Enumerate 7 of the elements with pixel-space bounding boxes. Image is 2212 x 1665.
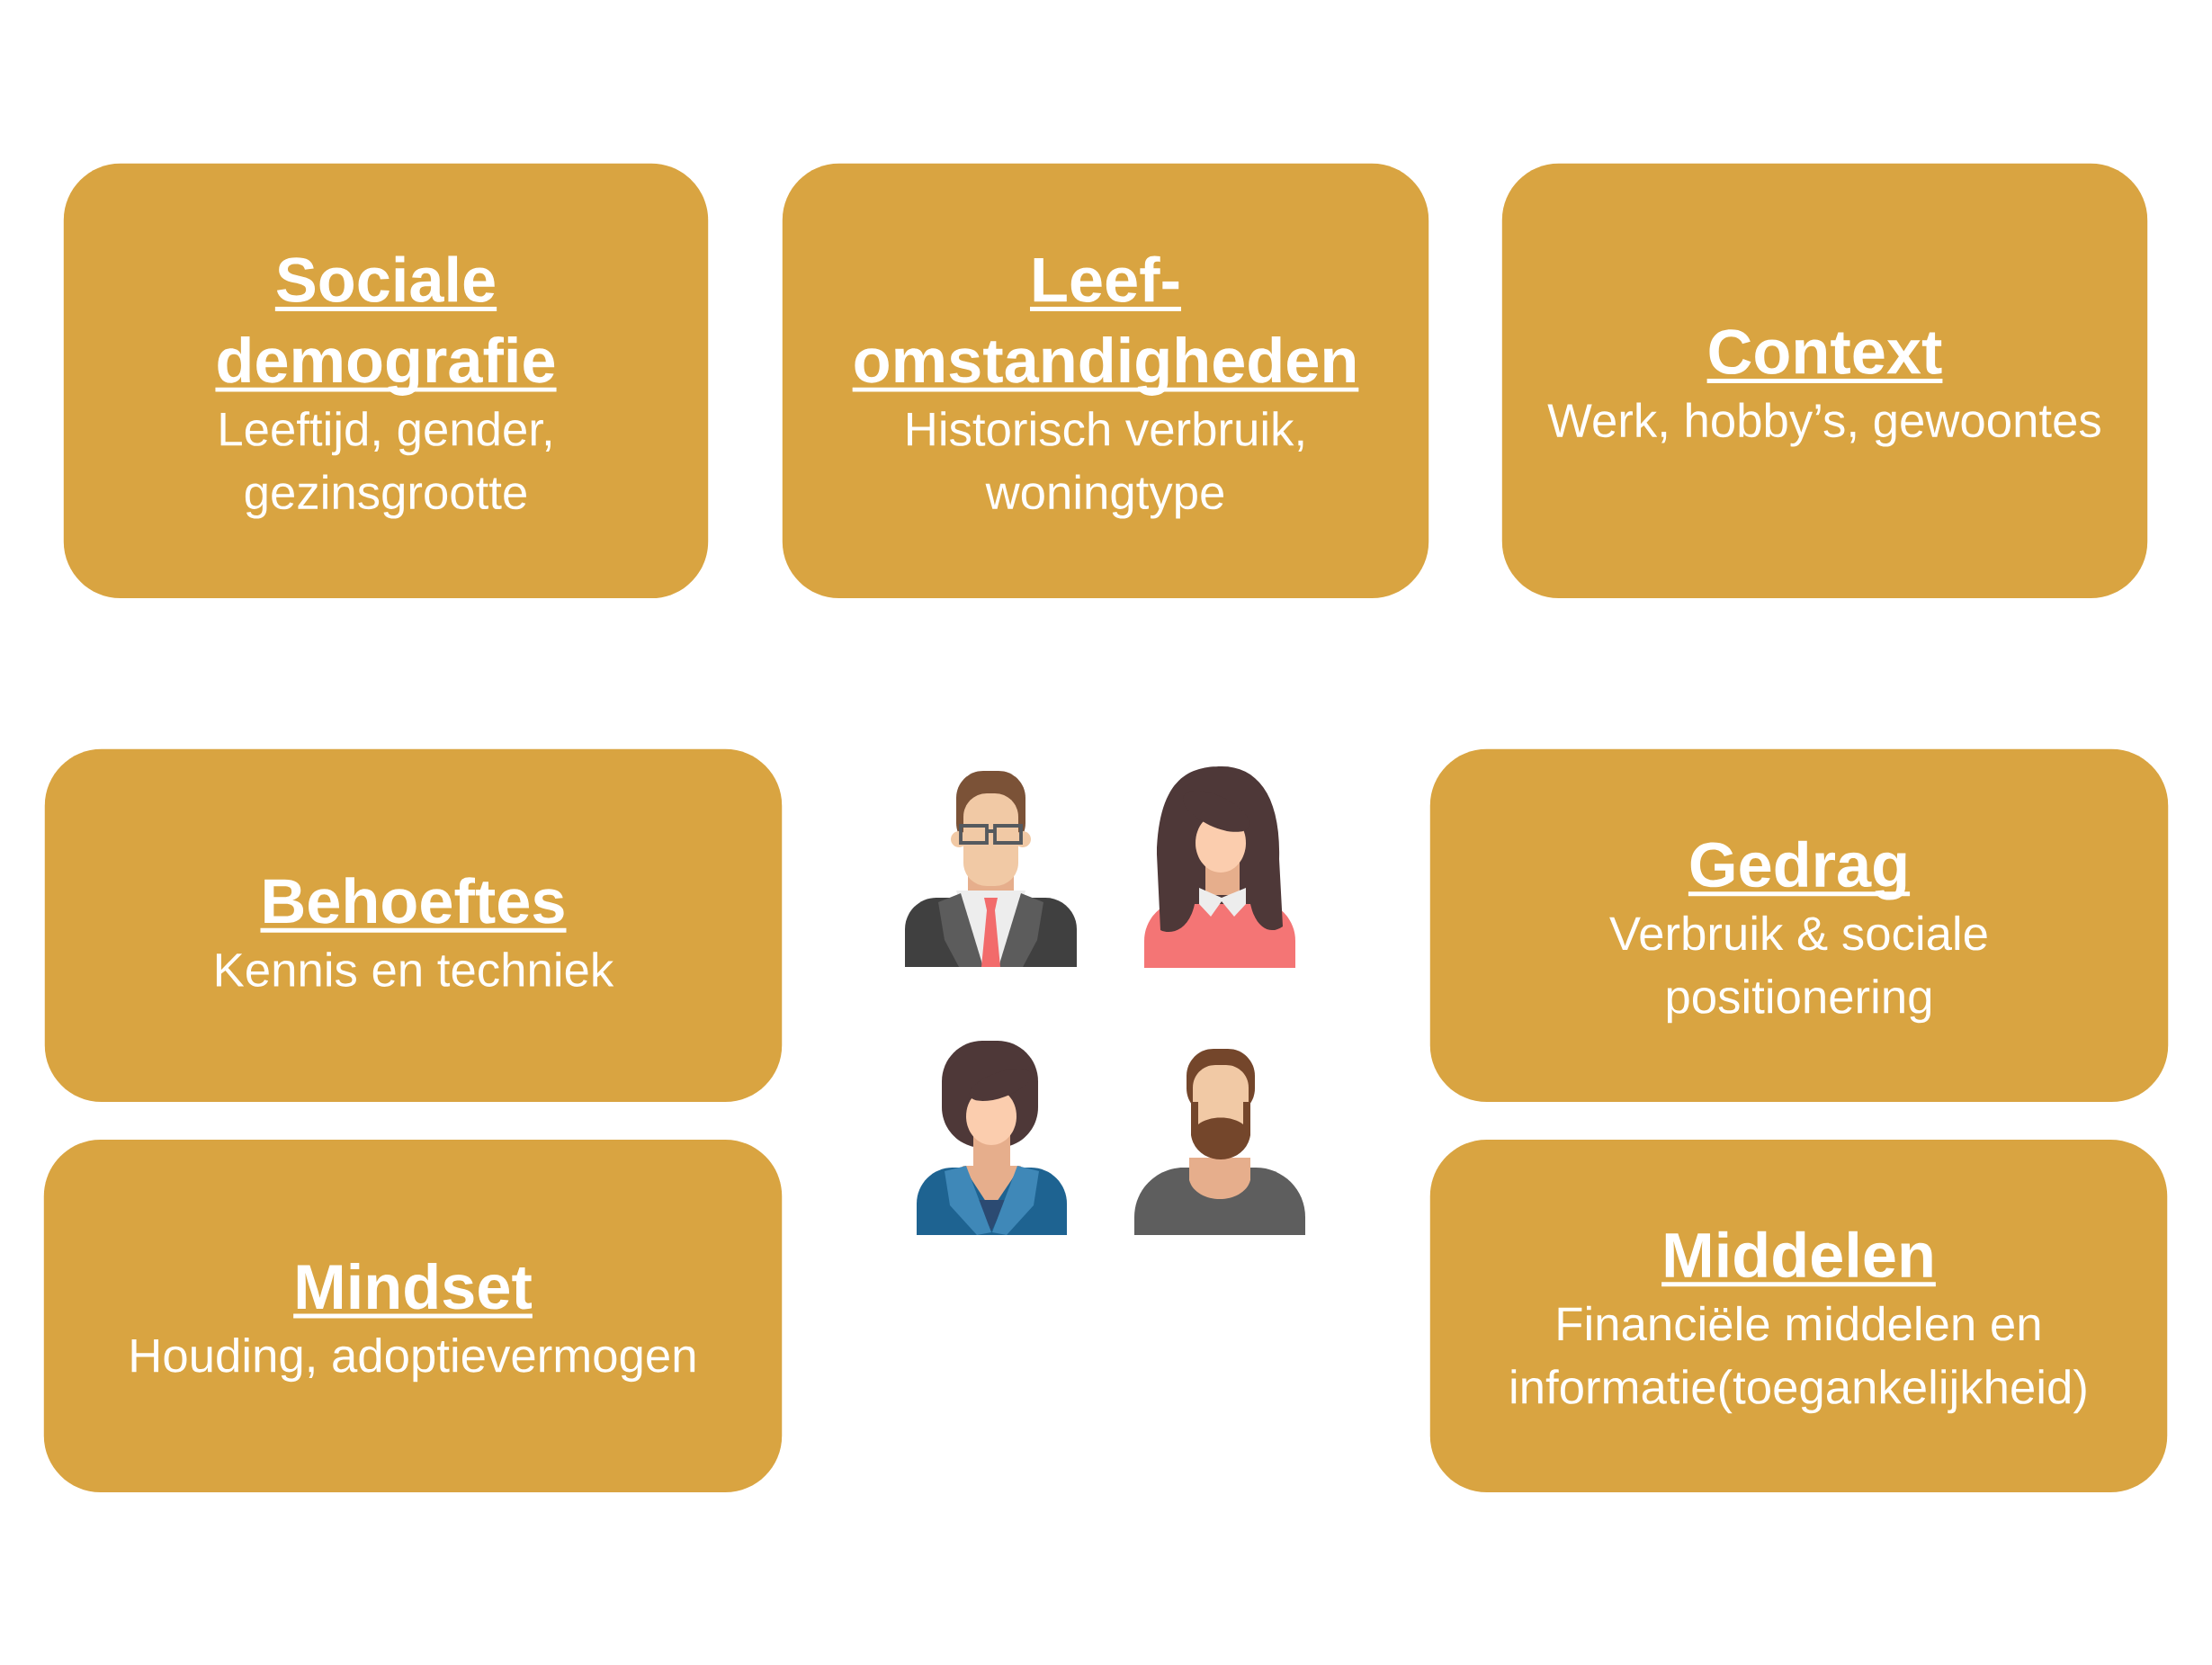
- category-box: Sociale demografie Leeftijd, gender, gezinsgrootte: [63, 163, 709, 599]
- category-box: Gedrag Verbruik & sociale positionering: [1429, 748, 2169, 1103]
- category-box: Context Werk, hobby’s, gewoontes: [1501, 163, 2148, 599]
- category-box: Middelen Financiële middelen en informatie(toegankelijkheid): [1429, 1139, 2168, 1493]
- category-box: Behoeftes Kennis en techniek: [44, 748, 783, 1103]
- category-box: Leef- omstandigheden Historisch verbruik, woningtype: [782, 163, 1429, 599]
- category-box: Mindset Houding, adoptievermogen: [43, 1139, 783, 1493]
